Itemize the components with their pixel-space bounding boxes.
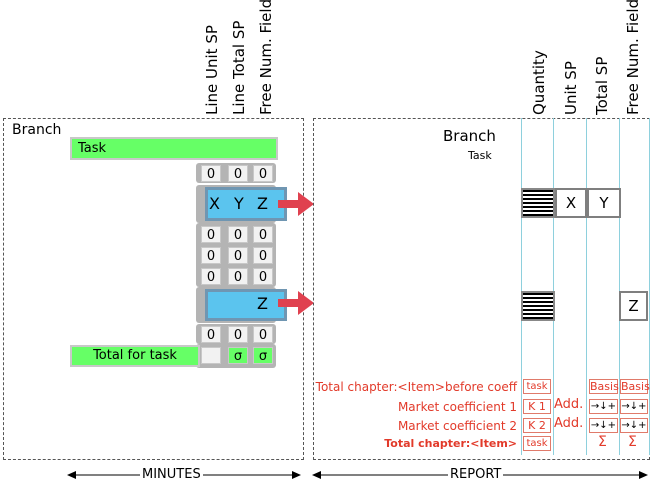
label-market-coefficient-2: Market coefficient 2 <box>397 419 517 433</box>
quantity-striped-cell <box>521 188 555 218</box>
sigma-cell: σ <box>228 347 248 364</box>
header-free-num-field: Free Num. Field <box>257 0 275 115</box>
zero-cell: 0 <box>253 326 273 343</box>
header-unit-sp: Unit SP <box>562 61 580 115</box>
zero-cell: 0 <box>201 326 221 343</box>
header-quantity: Quantity <box>530 50 548 115</box>
task-box: task <box>523 379 551 394</box>
xyz-row[interactable] <box>205 187 287 221</box>
column-divider <box>521 118 522 455</box>
minutes-footer-label: MINUTES <box>140 467 203 482</box>
report-z-cell: Z <box>619 291 648 321</box>
add-label: Add. <box>554 416 584 431</box>
report-y-cell: Y <box>587 188 621 218</box>
arrows-box: →↓+ <box>589 418 618 433</box>
right-arrow-icon <box>278 291 314 315</box>
z-row[interactable] <box>205 289 287 321</box>
column-divider <box>619 118 620 455</box>
minutes-task-label: Task <box>78 141 107 156</box>
zero-cell: 0 <box>253 165 273 182</box>
k2-box: K 2 <box>523 418 551 433</box>
minutes-z-label: Z <box>257 194 268 213</box>
task-box: task <box>523 436 551 451</box>
report-task-label: Task <box>468 149 492 162</box>
label-market-coefficient-1: Market coefficient 1 <box>397 400 517 414</box>
column-divider <box>586 118 587 455</box>
column-divider <box>553 118 554 455</box>
report-branch-label: Branch <box>443 127 496 145</box>
total-for-task-label: Total for task <box>93 348 177 363</box>
label-total-chapter: Total chapter:<Item> <box>384 437 517 450</box>
right-arrow-icon <box>278 192 314 216</box>
report-x-cell: X <box>555 188 587 218</box>
zero-cell: 0 <box>253 268 273 285</box>
sigma-cell: σ <box>253 347 273 364</box>
zero-cell: 0 <box>201 165 221 182</box>
sum-label: Σ <box>628 434 637 450</box>
zero-cell: 0 <box>228 326 248 343</box>
header-total-sp: Total SP <box>593 56 611 115</box>
zero-cell: 0 <box>228 268 248 285</box>
arrows-box: →↓+ <box>589 399 618 414</box>
zero-cell: 0 <box>201 268 221 285</box>
zero-cell: 0 <box>228 226 248 243</box>
zero-cell: 0 <box>228 247 248 264</box>
minutes-z-only-label: Z <box>257 294 268 313</box>
total-empty-cell <box>201 347 221 364</box>
minutes-task-bar[interactable]: Task <box>70 137 278 160</box>
header-free-num-field: Free Num. Field <box>624 0 642 115</box>
minutes-branch-label: Branch <box>12 122 62 138</box>
minutes-panel <box>3 118 304 460</box>
arrows-box: →↓+ <box>620 418 648 433</box>
column-divider <box>649 118 650 455</box>
header-line-unit-sp: Line Unit SP <box>203 25 221 115</box>
minutes-y-label: Y <box>234 194 244 213</box>
header-line-total-sp: Line Total SP <box>230 20 248 115</box>
report-label-column: Total chapter:<Item>before coeff Market … <box>313 378 517 453</box>
total-for-task-bar[interactable]: Total for task <box>70 345 200 367</box>
basis-box: Basis <box>589 379 619 394</box>
report-footer-label: REPORT <box>448 467 504 482</box>
zero-cell: 0 <box>253 226 273 243</box>
zero-cell: 0 <box>201 226 221 243</box>
quantity-striped-cell <box>521 291 555 321</box>
k1-box: K 1 <box>523 399 551 414</box>
zero-cell: 0 <box>228 165 248 182</box>
label-before-coeff: Total chapter:<Item>before coeff <box>315 380 517 394</box>
basis-box: Basis <box>620 379 650 394</box>
add-label: Add. <box>554 397 584 412</box>
zero-cell: 0 <box>201 247 221 264</box>
zero-cell: 0 <box>253 247 273 264</box>
arrows-box: →↓+ <box>620 399 648 414</box>
minutes-x-label: X <box>209 194 220 213</box>
sum-label: Σ <box>598 434 607 450</box>
